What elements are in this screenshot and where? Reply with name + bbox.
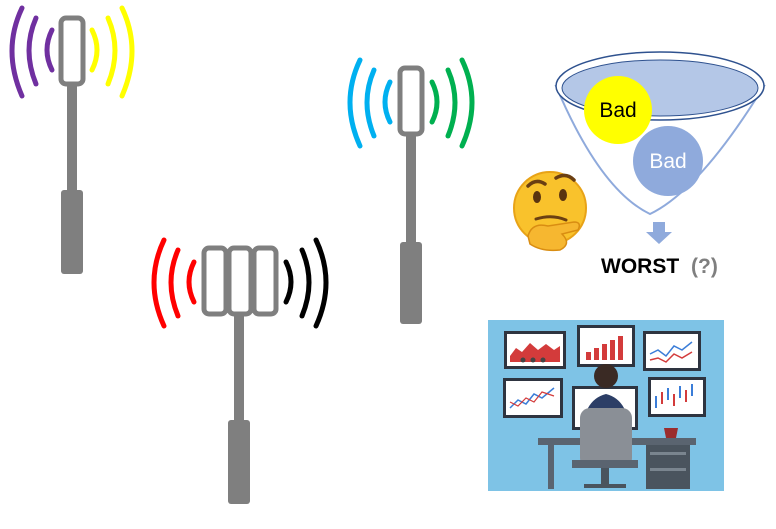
antenna-left-mast-base	[61, 190, 83, 274]
result-word: WORST	[601, 255, 679, 278]
thinking-face-icon	[513, 171, 587, 252]
bad-blue-circle	[633, 126, 703, 196]
antenna-left-signal-waves	[9, 5, 135, 99]
antenna-left-panel	[58, 15, 86, 87]
result-text: WORST (?)	[601, 255, 718, 278]
antenna-right-mast	[406, 120, 416, 250]
antenna-center-panel-3	[251, 245, 279, 317]
antenna-center-mast-base	[228, 420, 250, 504]
antenna-right	[347, 57, 475, 324]
antenna-center-signal-waves	[151, 237, 329, 329]
antenna-center-panel-1	[201, 245, 229, 317]
funnel: Bad Bad	[554, 51, 766, 216]
antenna-center-mast	[234, 300, 244, 430]
analyst-dashboard-illustration	[488, 320, 724, 491]
bad-label-yellow: Bad	[599, 99, 636, 122]
antenna-center-panel-2	[226, 245, 254, 317]
antenna-right-panel	[397, 65, 425, 137]
result-suffix: (?)	[691, 255, 718, 278]
antenna-left	[9, 5, 135, 274]
antenna-right-signal-waves	[347, 57, 475, 149]
down-arrow-icon	[646, 222, 672, 244]
antenna-center	[151, 237, 329, 504]
antenna-left-mast	[67, 70, 77, 200]
bad-label-blue: Bad	[649, 150, 686, 173]
bad-yellow-circle	[584, 76, 652, 144]
antenna-right-mast-base	[400, 242, 422, 324]
